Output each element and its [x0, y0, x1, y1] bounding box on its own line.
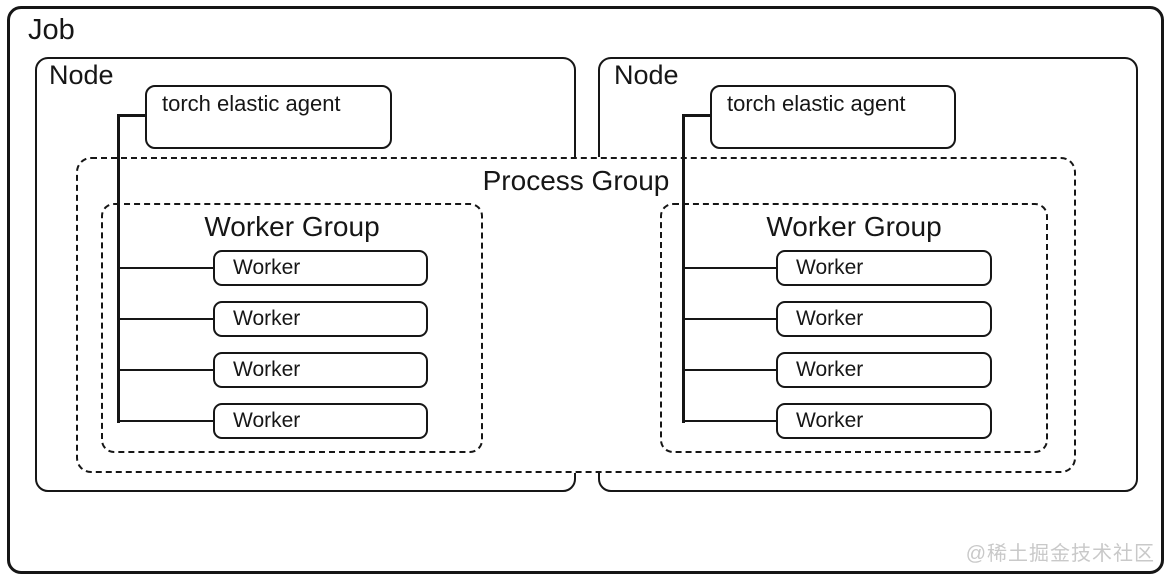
worker-label: Worker — [233, 256, 301, 279]
agent1-worker-branch-line — [119, 267, 214, 270]
node-2-label: Node — [614, 60, 679, 90]
worker-label: Worker — [796, 256, 864, 279]
worker-label: Worker — [233, 409, 301, 432]
agent2-worker-branch-line — [684, 420, 778, 423]
worker-label: Worker — [796, 358, 864, 381]
agent1-worker-branch-line — [119, 318, 214, 321]
agent1-connector-vertical-line — [117, 114, 120, 423]
process-group-label: Process Group — [482, 165, 670, 196]
agent2-worker-branch-line — [684, 318, 778, 321]
job-label: Job — [28, 14, 75, 46]
worker-group-2-box: Worker Group Worker Worker Worker Worker — [660, 203, 1048, 453]
agent1-connector-horizontal-line — [117, 114, 146, 117]
worker-label: Worker — [796, 409, 864, 432]
worker-group-2-label: Worker Group — [766, 211, 942, 242]
agent-1-box: torch elastic agent — [145, 85, 392, 149]
worker-group-1-box: Worker Group Worker Worker Worker Worker — [101, 203, 483, 453]
agent1-worker-branch-line — [119, 420, 214, 423]
worker-box: Worker — [776, 403, 992, 439]
agent2-worker-branch-line — [684, 369, 778, 372]
worker-box: Worker — [213, 301, 428, 337]
agent-2-label: torch elastic agent — [727, 91, 906, 116]
agent-1-label: torch elastic agent — [162, 91, 341, 116]
worker-box: Worker — [776, 352, 992, 388]
agent2-worker-branch-line — [684, 267, 778, 270]
worker-box: Worker — [213, 403, 428, 439]
agent2-connector-vertical-line — [682, 114, 685, 423]
worker-box: Worker — [776, 301, 992, 337]
worker-box: Worker — [776, 250, 992, 286]
node-1-label: Node — [49, 60, 114, 90]
worker-label: Worker — [233, 358, 301, 381]
agent2-connector-horizontal-line — [682, 114, 711, 117]
watermark-text: @稀土掘金技术社区 — [965, 543, 1155, 565]
worker-group-1-label: Worker Group — [204, 211, 380, 242]
worker-box: Worker — [213, 250, 428, 286]
agent-2-box: torch elastic agent — [710, 85, 956, 149]
agent1-worker-branch-line — [119, 369, 214, 372]
worker-box: Worker — [213, 352, 428, 388]
worker-label: Worker — [796, 307, 864, 330]
worker-label: Worker — [233, 307, 301, 330]
job-box: Job — [7, 6, 1164, 574]
